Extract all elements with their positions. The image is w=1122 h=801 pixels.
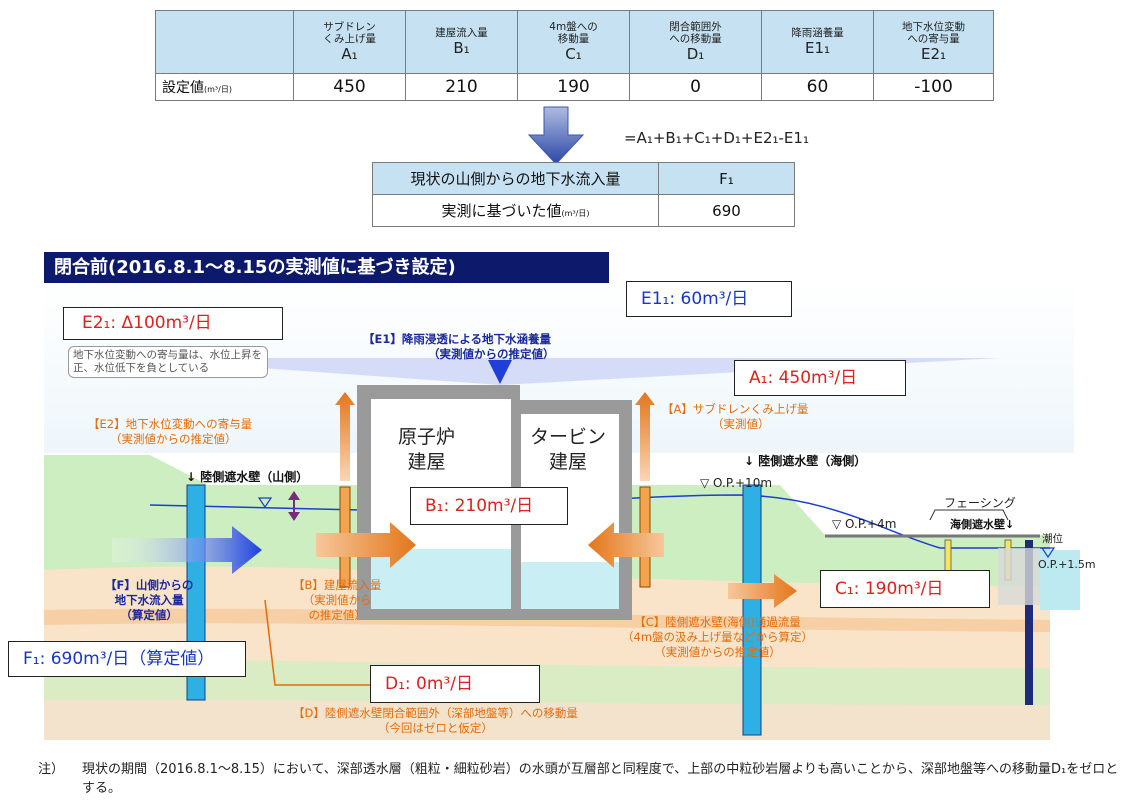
label-e1-sub: （実測値からの推定値）: [428, 347, 555, 361]
column-header-b1: 建屋流入量 B₁: [405, 10, 518, 74]
facing-block: [998, 548, 1040, 605]
symbol-a1: A₁: [341, 45, 358, 63]
symbol-b1: B₁: [453, 39, 470, 57]
label-d: 【D】陸側遮水壁閉合範囲外（深部地盤等）への移動量 （今回はゼロと仮定）: [293, 706, 578, 735]
column-header-e11: 降雨涵養量 E1₁: [761, 10, 874, 74]
down-arrow-icon: [527, 106, 585, 165]
setting-values-table: サブドレン くみ上げ量 A₁ 建屋流入量 B₁ 4m盤への 移動量 C₁ 閉合範…: [155, 10, 994, 101]
box-c1: C₁: 190m³/日: [820, 570, 990, 608]
value-e21: -100: [873, 73, 994, 101]
value-e11: 60: [761, 73, 874, 101]
label-sea-wall: ↓ 陸側遮水壁（海側）: [744, 454, 867, 468]
footnote-mark: 注）: [38, 762, 65, 777]
label-tide: 潮位: [1042, 533, 1063, 545]
label-facing: フェーシング: [944, 496, 1016, 510]
inflow-header-label: 現状の山側からの地下水流入量: [372, 162, 659, 195]
label-e2-title: 【E2】地下水位変動への寄与量: [88, 417, 253, 431]
deepest-layer: [44, 699, 1050, 740]
box-b1: B₁: 210m³/日: [410, 487, 568, 525]
box-d1: D₁: 0m³/日: [370, 665, 540, 703]
inflow-table: 現状の山側からの地下水流入量 F₁ 実測に基づいた値(m³/日) 690: [372, 162, 795, 227]
table-row: 設定値(m³/日) 450 210 190 0 60 -100: [155, 73, 994, 101]
label-f: 【F】山側からの 地下水流入量 （算定値）: [105, 578, 194, 622]
symbol-c1: C₁: [565, 45, 582, 63]
symbol-d1: D₁: [686, 45, 705, 63]
building-inflow-arrow-left: [316, 522, 416, 568]
column-header-d1: 閉合範囲外 への移動量 D₁: [629, 10, 762, 74]
box-e2: E2₁: Δ100m³/日: [63, 307, 283, 340]
label-op15: O.P.+1.5m: [1038, 558, 1096, 571]
column-header-e21: 地下水位変動 への寄与量 E2₁: [873, 10, 994, 74]
mid-layer: [44, 608, 1050, 632]
subdrain-up-arrow-right: [635, 392, 655, 481]
water-level-mark-2: [1040, 547, 1056, 559]
label-b: 【B】建屋流入量 （実測値から の推定値）: [293, 578, 382, 622]
label-mountain-wall: ↓ 陸側遮水壁（山側）: [186, 470, 309, 484]
water-level-change-arrow: [288, 491, 300, 521]
formula-text: =A₁+B₁+C₁+D₁+E2₁-E1₁: [624, 129, 809, 147]
table-row: 実測に基づいた値(m³/日) 690: [372, 194, 795, 227]
label-c: 【C】陸側遮水壁(海側)通過流量 （4m盤の汲み上げ量などから算定） （実測値か…: [622, 615, 814, 659]
box-f1: F₁: 690m³/日（算定値）: [8, 641, 246, 677]
turbine-building-water: [521, 562, 619, 609]
symbol-e11: E1₁: [804, 39, 831, 57]
mountain-inflow-arrow: [112, 526, 262, 574]
value-d1: 0: [629, 73, 762, 101]
rain-arrow-icon: [488, 360, 512, 384]
sea-side-flow-arrow: [728, 574, 797, 608]
table-header-row: サブドレン くみ上げ量 A₁ 建屋流入量 B₁ 4m盤への 移動量 C₁ 閉合範…: [155, 10, 994, 74]
sign-convention-note: 地下水位変動への寄与量は、水位上昇を正、水位低下を負としている: [68, 346, 268, 378]
period-banner: 閉合前(2016.8.1～8.15の実測値に基づき設定): [44, 252, 609, 283]
value-a1: 450: [293, 73, 406, 101]
row-label: 設定値(m³/日): [155, 73, 294, 101]
water-level-mark-1: [257, 497, 273, 509]
label-e2-sub: （実測値からの推定値）: [110, 432, 237, 446]
footnote-text: 現状の期間（2016.8.1～8.15）において、深部透水層（粗粒・細粒砂岩）の…: [82, 762, 1119, 796]
building-inflow-arrow-right: [588, 522, 664, 568]
column-header-c1: 4m盤への 移動量 C₁: [517, 10, 630, 74]
sea-water: [1040, 550, 1080, 610]
symbol-e21: E2₁: [920, 45, 947, 63]
inflow-header-symbol: F₁: [658, 162, 795, 195]
table-corner-cell: [155, 10, 294, 74]
box-a1: A₁: 450m³/日: [734, 360, 906, 396]
sea-side-wall-post: [1025, 540, 1033, 705]
label-e1-title: 【E1】降雨浸透による地下水涵養量: [363, 332, 552, 346]
label-op4: ▽ O.P.+4m: [832, 517, 897, 531]
label-a-title: 【A】サブドレンくみ上げ量: [662, 402, 809, 416]
label-op10: ▽ O.P.+10m: [700, 476, 773, 490]
subdrain-up-arrow-left: [335, 392, 355, 481]
inflow-value: 690: [658, 194, 795, 227]
facing-bracket: [929, 509, 1009, 521]
value-c1: 190: [517, 73, 630, 101]
box-e1: E1₁: 60m³/日: [626, 281, 792, 317]
label-sea-side-wall: 海側遮水壁↓: [950, 518, 1015, 531]
label-a-sub: （実測値）: [712, 417, 770, 431]
turbine-building-label: タービン建屋: [530, 426, 607, 473]
reactor-building-label: 原子炉建屋: [398, 426, 456, 473]
inflow-table-header: 現状の山側からの地下水流入量 F₁: [372, 162, 795, 195]
sea-side-wall: [742, 484, 762, 736]
value-b1: 210: [405, 73, 518, 101]
